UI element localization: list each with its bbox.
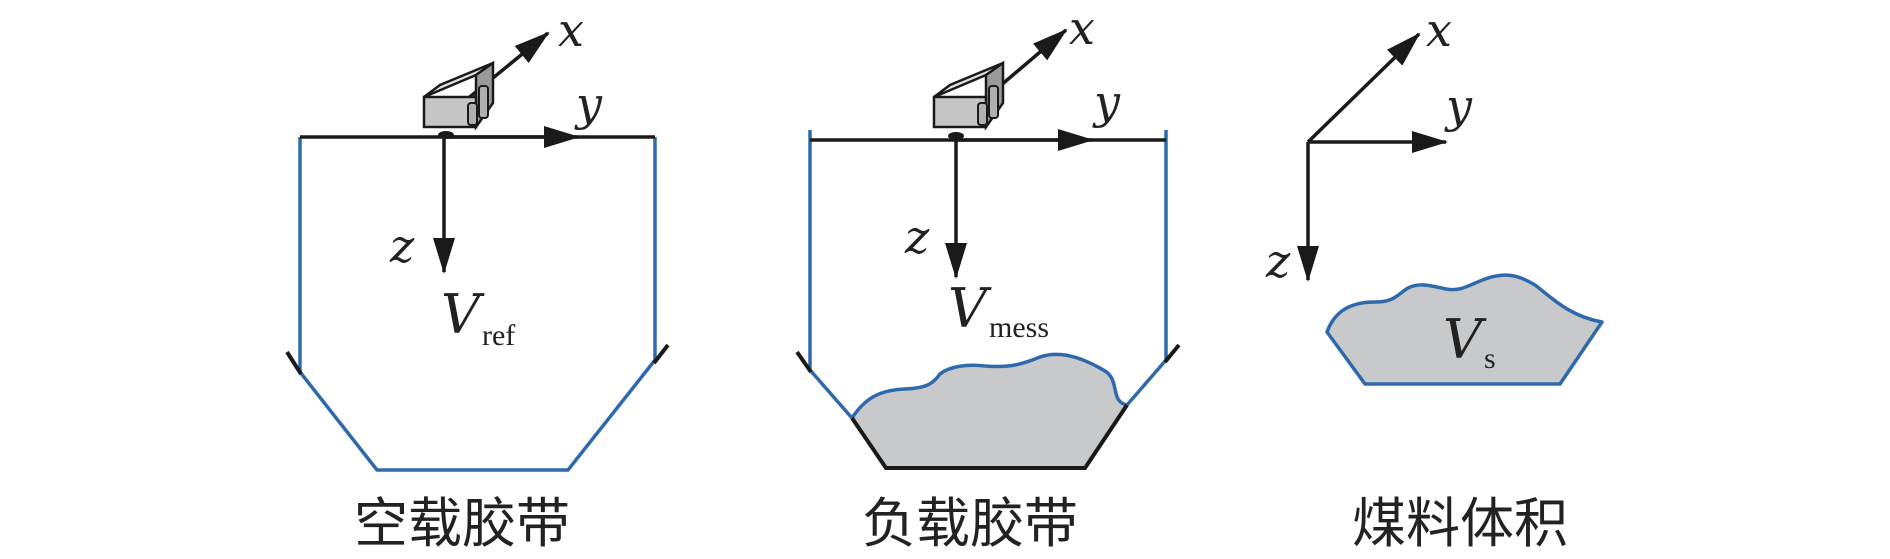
coal-y-label: y xyxy=(1444,79,1473,133)
empty-belt-caption: 空载胶带 xyxy=(354,492,570,555)
empty-belt-left-flap xyxy=(285,350,303,376)
empty-volume-subscript: ref xyxy=(482,319,515,352)
panel-empty-belt: x y z Vref 空载胶带 xyxy=(285,3,670,555)
empty-volume-symbol: V xyxy=(441,283,485,346)
loaded-belt-right-wall xyxy=(1125,130,1168,407)
panel-loaded-belt: x y z Vmess 负载胶带 xyxy=(795,1,1181,555)
empty-x-label: x xyxy=(558,3,584,57)
loaded-belt-left-flap xyxy=(795,350,813,374)
loaded-belt-left-wall xyxy=(808,130,854,420)
loaded-sensor-icon xyxy=(932,60,1005,140)
loaded-volume-label: Vmess xyxy=(948,277,1049,344)
coal-volume-symbol: V xyxy=(1443,308,1487,371)
loaded-coal-surface xyxy=(850,352,1128,419)
loaded-z-label: z xyxy=(904,210,930,264)
empty-belt-outline xyxy=(298,137,657,472)
coal-volume-shape xyxy=(1325,273,1604,386)
coal-x-axis-arrow xyxy=(1306,32,1421,144)
empty-volume-label: Vref xyxy=(441,283,515,352)
empty-belt-right-flap xyxy=(652,343,670,365)
panel-coal-volume: x y z Vs 煤料体积 xyxy=(1265,3,1604,555)
loaded-belt-caption: 负载胶带 xyxy=(862,492,1078,555)
coal-z-label: z xyxy=(1265,234,1291,288)
empty-sensor-icon xyxy=(422,60,495,139)
empty-z-label: z xyxy=(389,219,415,273)
loaded-coal-material xyxy=(852,354,1127,468)
coal-volume-subscript: s xyxy=(1484,342,1496,375)
loaded-belt-right-flap xyxy=(1163,343,1181,364)
coal-volume-caption: 煤料体积 xyxy=(1352,492,1568,555)
coal-volume-label: Vs xyxy=(1443,308,1496,375)
loaded-volume-symbol: V xyxy=(948,277,992,340)
coal-x-label: x xyxy=(1426,3,1452,57)
loaded-y-label: y xyxy=(1092,75,1121,129)
loaded-belt-bottom xyxy=(850,403,1129,470)
loaded-volume-subscript: mess xyxy=(989,311,1049,344)
loaded-x-label: x xyxy=(1069,1,1095,55)
empty-y-label: y xyxy=(574,77,603,131)
